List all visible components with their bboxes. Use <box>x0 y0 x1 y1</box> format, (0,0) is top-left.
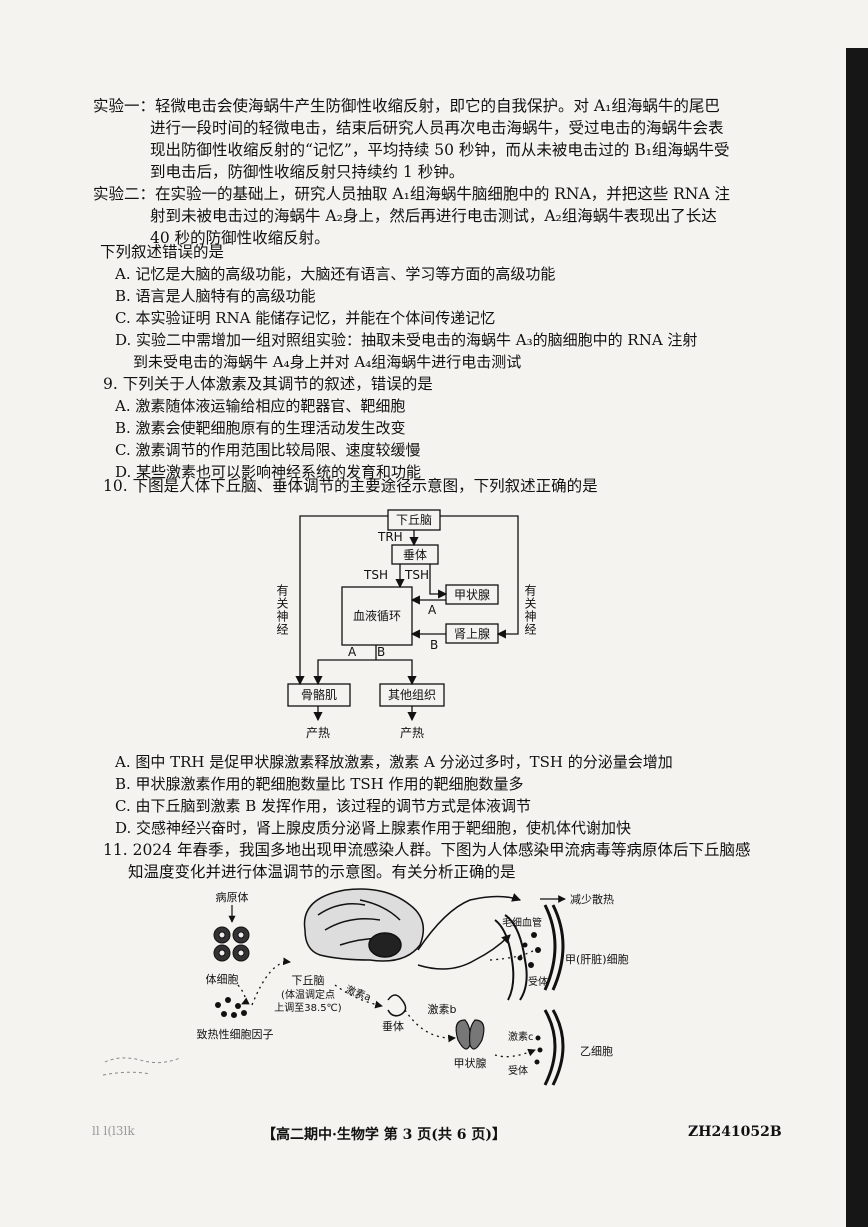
q8-option-d-line2: 到未受电击的海蜗牛 A₄身上并对 A₄组海蜗牛进行电击测试 <box>133 353 522 371</box>
label-pituitary: 垂体 <box>403 548 427 562</box>
label-hormone-b: B <box>430 638 438 652</box>
q10-option-a: A. 图中 TRH 是促甲状腺激素释放激素，激素 A 分泌过多时，TSH 的分泌… <box>115 753 673 771</box>
label-hormone-c: 激素c <box>508 1030 534 1043</box>
exp2-line3: 40 秒的防御性收缩反射。 <box>150 229 330 247</box>
label-capillary: 毛细血管 <box>502 916 542 929</box>
exp1-line2: 进行一段时间的轻微电击，结束后研究人员再次电击海蜗牛，受过电击的海蜗牛会表 <box>150 119 724 137</box>
exp1-line1: 实验一：轻微电击会使海蜗牛产生防御性收缩反射，即它的自我保护。对 A₁组海蜗牛的… <box>93 97 720 115</box>
cell-yi-icon <box>543 1009 565 1086</box>
q8-option-d-line1: D. 实验二中需增加一组对照组实验：抽取未受电击的海蜗牛 A₃的脑细胞中的 RN… <box>115 331 698 349</box>
thyroid-icon <box>455 1019 485 1050</box>
label-skeletal-muscle: 骨骼肌 <box>301 687 337 702</box>
label-thyroid: 甲状腺 <box>454 588 490 602</box>
label-heat-1: 产热 <box>306 726 330 740</box>
footer-exam-code: ZH241052B <box>688 1124 782 1140</box>
q8-option-c: C. 本实验证明 RNA 能储存记忆，并能在个体间传递记忆 <box>115 309 496 327</box>
q8-stem: 下列叙述错误的是 <box>100 243 225 261</box>
label-hypothalamus: 下丘脑 <box>292 974 325 987</box>
label-other-tissue: 其他组织 <box>388 688 436 702</box>
label-cell-jia: 甲(肝脏)细胞 <box>565 953 629 966</box>
q11-stem-line1: 11. 2024 年春季，我国多地出现甲流感染人群。下图为人体感染甲流病毒等病原… <box>103 841 751 859</box>
pituitary-icon <box>387 994 407 1017</box>
exp1-line3: 现出防御性收缩反射的“记忆”，平均持续 50 秒钟，而从未被电击过的 B₁组海蜗… <box>150 141 730 159</box>
label-cell-yi: 乙细胞 <box>580 1045 613 1058</box>
q11-stem-line2: 知温度变化并进行体温调节的示意图。有关分析正确的是 <box>128 863 516 881</box>
exp2-line1: 实验二：在实验一的基础上，研究人员抽取 A₁组海蜗牛脑细胞中的 RNA，并把这些… <box>93 185 730 203</box>
label-pyrogen: 致热性细胞因子 <box>197 1027 274 1041</box>
q9-option-c: C. 激素调节的作用范围比较局限、速度较缓慢 <box>115 441 421 459</box>
label-setpoint-1: (体温调定点 <box>281 988 335 1001</box>
label-pathogen: 病原体 <box>216 890 249 904</box>
label-nerve-left: 有关神经 <box>275 584 289 636</box>
q8-option-b: B. 语言是人脑特有的高级功能 <box>115 287 316 305</box>
label-hormone-b-2: B <box>377 645 385 659</box>
capillary-icon <box>494 914 528 1001</box>
exp2-line2: 射到未被电击过的海蜗牛 A₂身上，然后再进行电击测试，A₂组海蜗牛表现出了长达 <box>150 207 717 225</box>
q10-option-d: D. 交感神经兴奋时，肾上腺皮质分泌肾上腺素作用于靶细胞，使机体代谢加快 <box>115 819 632 837</box>
q8-option-a: A. 记忆是大脑的高级功能，大脑还有语言、学习等方面的高级功能 <box>115 265 556 283</box>
label-hormone-b: 激素b <box>428 1002 457 1016</box>
q10-regulation-diagram: 下丘脑 TRH 垂体 TSH TSH 甲状腺 血液循环 肾上腺 A B A B … <box>275 509 537 740</box>
label-tsh-2: TSH <box>404 568 429 582</box>
footer-page-info: 【高二期中·生物学 第 3 页(共 6 页)】 <box>262 1127 506 1143</box>
q9-stem: 9. 下列关于人体激素及其调节的叙述，错误的是 <box>103 375 433 393</box>
footer-faint-mark: ll l(l3lk <box>92 1124 135 1138</box>
label-trh: TRH <box>377 530 403 544</box>
label-body-cell: 体细胞 <box>206 972 239 986</box>
label-tsh-1: TSH <box>363 568 388 582</box>
label-reduce-heat: 减少散热 <box>570 892 614 906</box>
label-setpoint-2: 上调至38.5℃) <box>274 1002 341 1014</box>
label-blood-circulation: 血液循环 <box>353 608 401 623</box>
q10-option-b: B. 甲状腺激素作用的靶细胞数量比 TSH 作用的靶细胞数量多 <box>115 775 524 793</box>
blood-circulation-box <box>341 586 413 646</box>
q10-stem: 10. 下图是人体下丘脑、垂体调节的主要途径示意图，下列叙述正确的是 <box>103 477 598 495</box>
label-hormone-a: 激素a <box>344 983 373 1004</box>
exp1-line4: 到电击后，防御性收缩反射只持续约 1 秒钟。 <box>150 163 465 181</box>
label-thyroid: 甲状腺 <box>454 1056 487 1070</box>
q10-option-c: C. 由下丘脑到激素 B 发挥作用，该过程的调节方式是体液调节 <box>115 797 532 815</box>
label-nerve-right: 有关神经 <box>523 584 537 636</box>
label-heat-2: 产热 <box>400 726 424 740</box>
label-receptor-2: 受体 <box>508 1065 528 1077</box>
q9-option-b: B. 激素会使靶细胞原有的生理活动发生改变 <box>115 419 406 437</box>
label-pituitary: 垂体 <box>382 1019 404 1033</box>
label-hormone-a-2: A <box>348 645 357 659</box>
liver-cell-jia-icon <box>543 904 565 991</box>
label-hormone-a: A <box>428 603 437 617</box>
q9-option-d: D. 某些激素也可以影响神经系统的发育和功能 <box>115 463 422 481</box>
scan-dark-edge <box>846 48 868 1227</box>
pyrogen-dots-icon <box>215 997 247 1018</box>
body-cells-icon <box>213 926 250 962</box>
brain-icon <box>303 888 425 962</box>
label-receptor-1: 受体 <box>528 976 548 988</box>
label-adrenal: 肾上腺 <box>454 627 490 641</box>
q11-thermoregulation-diagram: 病原体 体细胞 致热性细胞因子 下丘脑 (体温调定点 上调至38.5℃) 激素a… <box>102 888 629 1086</box>
scan-artifact <box>102 1057 181 1076</box>
q9-option-a: A. 激素随体液运输给相应的靶器官、靶细胞 <box>115 397 406 415</box>
label-hypothalamus: 下丘脑 <box>396 513 432 527</box>
